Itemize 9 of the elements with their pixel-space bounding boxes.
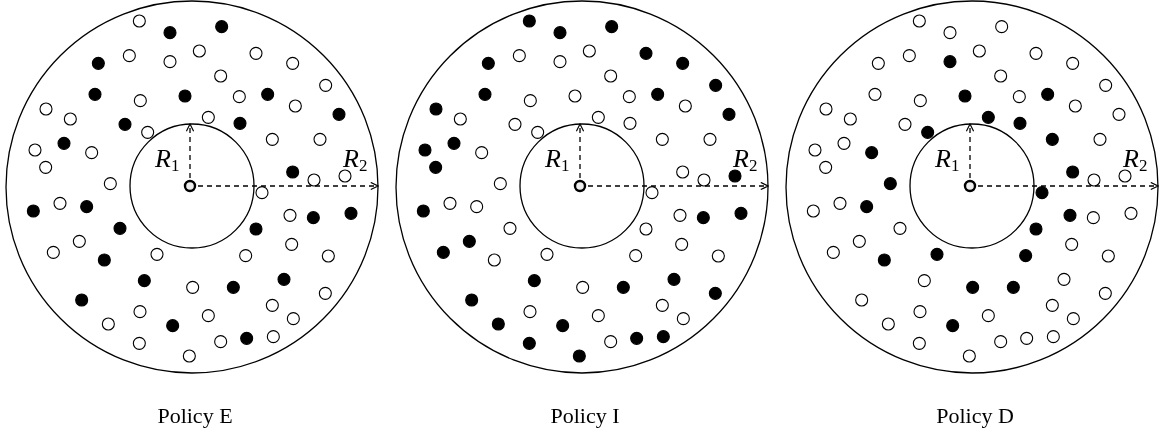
panel-caption: Policy I <box>549 404 621 429</box>
radius-label: R$_{2}$ <box>343 146 368 172</box>
radius-label: R$_{1}$ <box>155 146 180 172</box>
radius-label: R$_{2}$ <box>1123 146 1148 172</box>
radius-label: R$_{2}$ <box>733 146 758 172</box>
radius-label: R$_{1}$ <box>935 146 960 172</box>
panel-caption: Policy D <box>935 404 1015 429</box>
panel-caption: Policy E <box>156 404 234 429</box>
radius-label: R$_{1}$ <box>545 146 570 172</box>
